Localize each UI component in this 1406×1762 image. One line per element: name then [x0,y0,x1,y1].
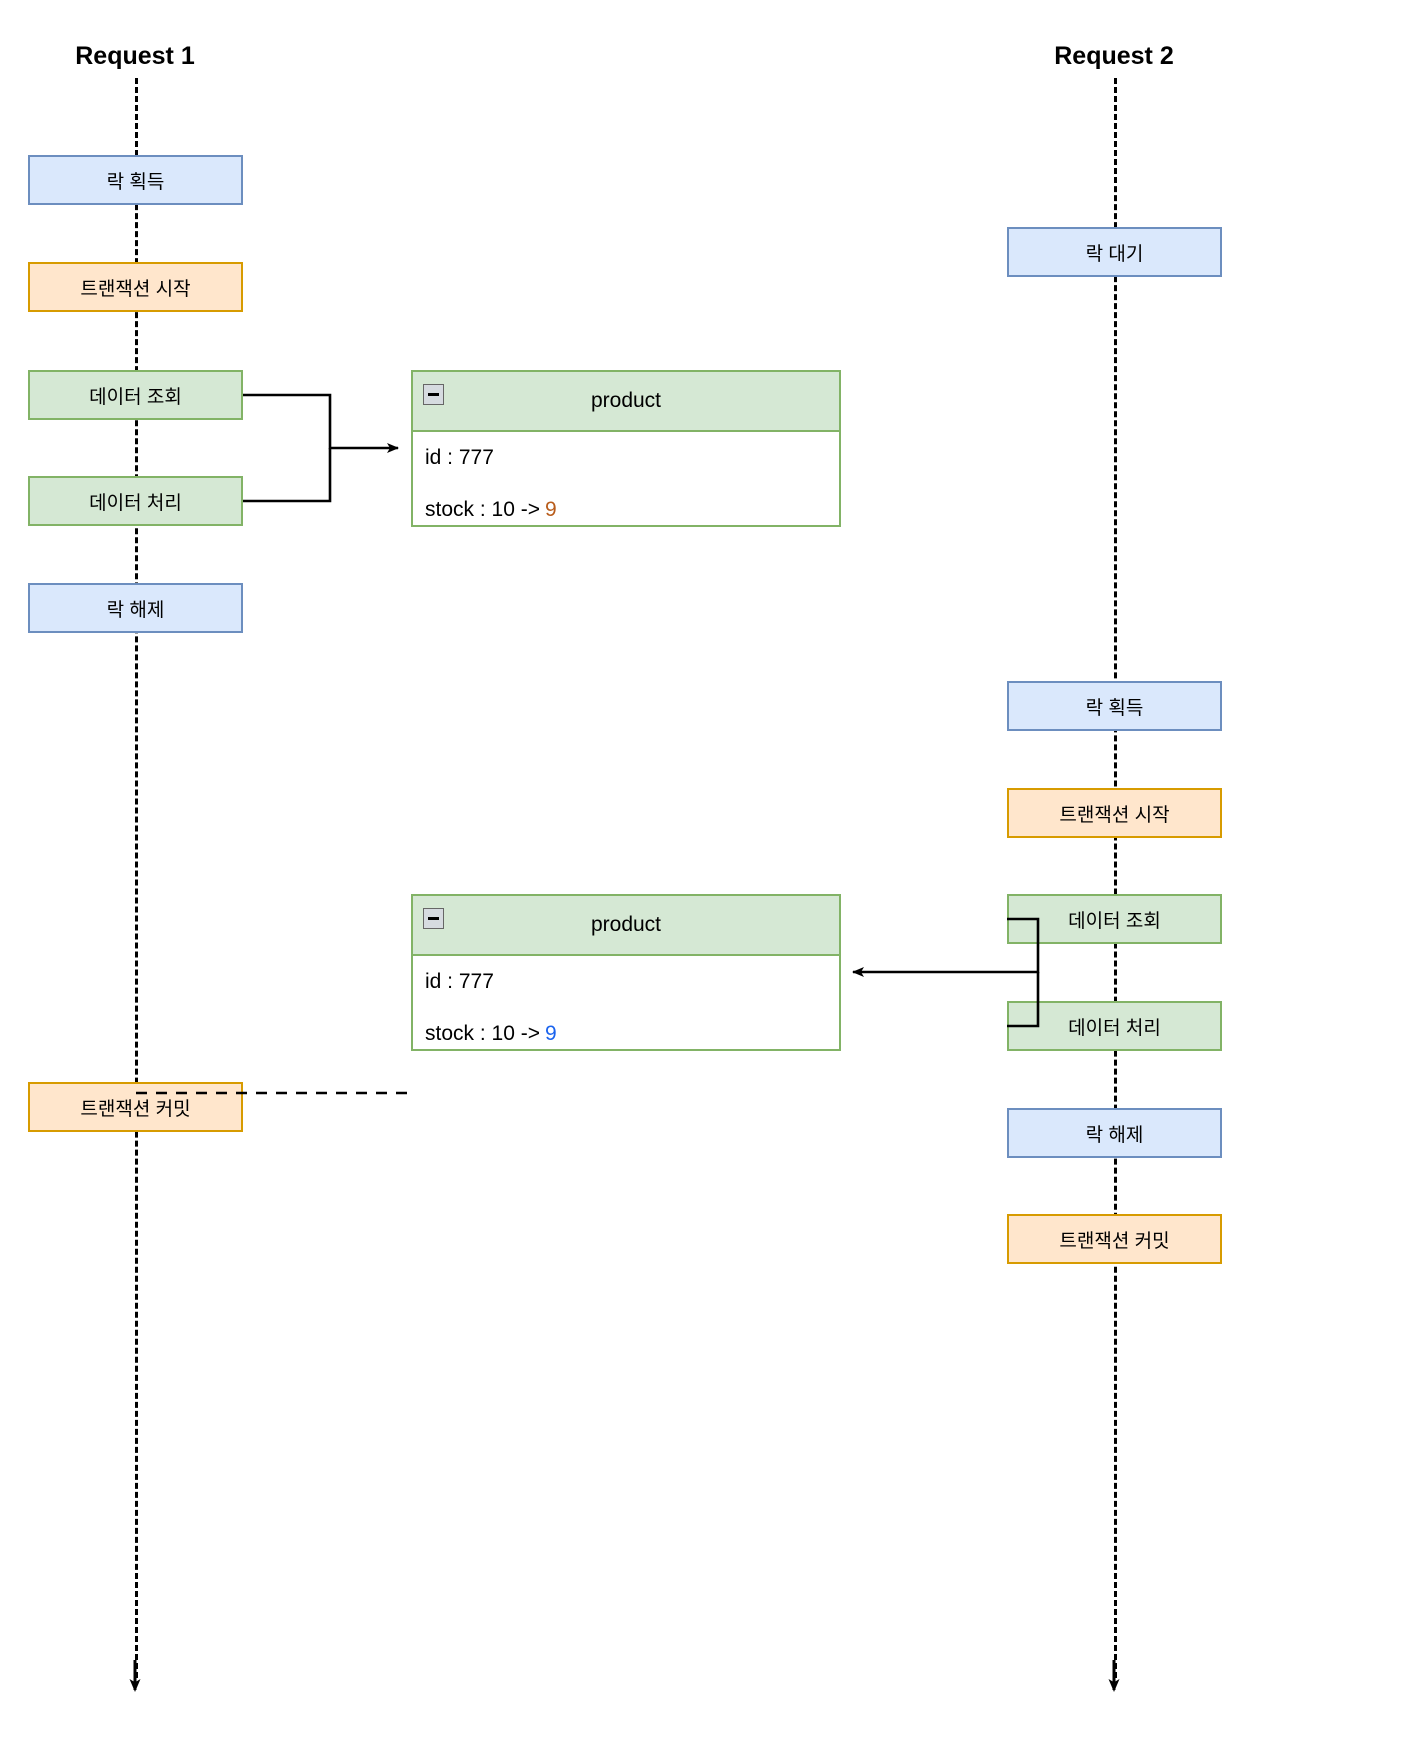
entity-product-top-title: product [590,389,662,412]
entity-product-bottom[interactable]: product id : 777 stock : 10 ->9 [411,894,841,1051]
connector-request1-to-product [243,393,399,453]
step-request1-transaction-begin[interactable]: 트랜잭션 시작 [28,262,243,312]
entity-product-top-header: product [413,372,839,432]
entity-product-top-stock-prefix: stock : 10 -> [425,498,540,521]
entity-product-bottom-header: product [413,896,839,956]
step-request2-transaction-begin[interactable]: 트랜잭션 시작 [1007,788,1222,838]
lifeline-request1 [135,78,138,1678]
entity-product-bottom-title: product [590,913,662,936]
entity-product-top[interactable]: product id : 777 stock : 10 ->9 [411,370,841,527]
step-request2-data-select[interactable]: 데이터 조회 [1007,894,1222,944]
step-request1-lock-release[interactable]: 락 해제 [28,583,243,633]
entity-product-top-stock: stock : 10 ->9 [413,484,839,536]
entity-product-bottom-stock-value: 9 [544,1022,557,1045]
step-request2-transaction-commit[interactable]: 트랜잭션 커밋 [1007,1214,1222,1264]
connector-request1-update-to-product [243,448,332,503]
step-request1-data-select[interactable]: 데이터 조회 [28,370,243,420]
lifeline-request2 [1114,78,1117,1678]
step-request1-transaction-commit[interactable]: 트랜잭션 커밋 [28,1082,243,1132]
step-request1-data-update[interactable]: 데이터 처리 [28,476,243,526]
entity-product-bottom-stock-prefix: stock : 10 -> [425,1022,540,1045]
entity-product-top-stock-value: 9 [544,498,557,521]
step-request2-lock-release[interactable]: 락 해제 [1007,1108,1222,1158]
entity-product-bottom-stock: stock : 10 ->9 [413,1008,839,1060]
minus-icon[interactable] [423,384,444,405]
entity-product-bottom-id: id : 777 [425,970,494,993]
step-request2-data-update[interactable]: 데이터 처리 [1007,1001,1222,1051]
minus-icon[interactable] [423,908,444,929]
step-request2-lock-acquire[interactable]: 락 획득 [1007,681,1222,731]
step-request2-lock-wait[interactable]: 락 대기 [1007,227,1222,277]
title-request1: Request 1 [75,42,195,70]
step-request1-lock-acquire[interactable]: 락 획득 [28,155,243,205]
entity-product-top-id: id : 777 [425,446,494,469]
title-request2: Request 2 [1054,42,1174,70]
